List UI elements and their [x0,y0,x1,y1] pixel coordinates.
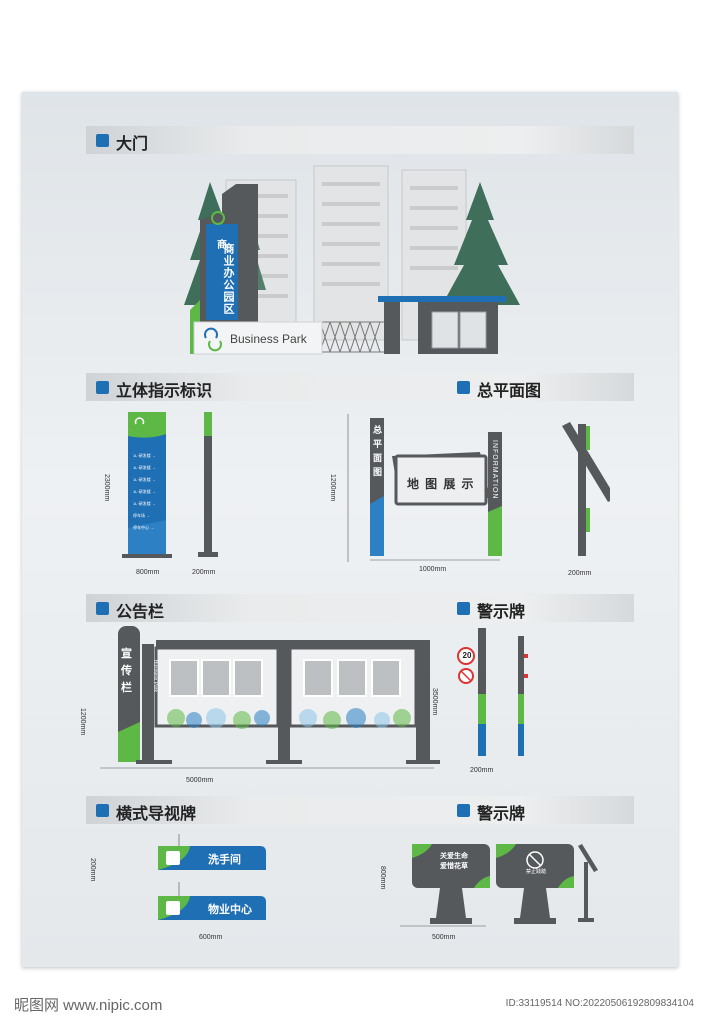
gate-vertical-char: 商 [217,238,227,251]
site-plan-illustration [347,414,610,562]
section-header-gate: 大门 [86,126,634,154]
section-header-warning: 警示牌 [457,594,617,622]
warning-text-line: 关爱生命 [440,853,468,860]
warning-board-1 [412,844,490,888]
sign-row: 1L·研发楼 → [133,477,156,482]
section-marker-icon [96,381,109,394]
bulletin-title: 宣传栏 [121,647,132,694]
site-plan-side-post [578,424,586,556]
section-title: 横式导视牌 [116,804,197,823]
dimension-label: 800mm [136,569,160,576]
section-title: 立体指示标识 [116,381,213,400]
property-sign-text: 物业中心 [208,903,252,916]
dimension-label: 1200mm [79,708,86,736]
map-display-panel [394,454,488,506]
warning-pole-front [478,628,486,756]
section-marker-icon [96,134,109,147]
dimension-label: 200mm [470,767,494,774]
stereo-sign-side [204,412,212,554]
dimension-label: 1000mm [419,566,447,573]
section-marker-icon [457,804,470,817]
guard-house-roof [378,296,506,302]
section-header-bulletin: 公告栏 [86,594,634,622]
watermark-id: ID:33119514 NO:20220506192809834104 [505,998,694,1009]
bulletin-brand: Business Park [152,660,158,692]
stereo-sign-illustration [122,412,218,558]
dimension-label: 3500mm [431,688,438,716]
dimension-label: 1200mm [329,474,336,502]
section-marker-icon [96,804,109,817]
section-header-warning-2: 警示牌 [457,796,617,824]
dimension-label: 5000mm [186,777,214,784]
section-header-signs: 立体指示标识 [86,373,634,401]
dimension-label: 2300mm [103,474,110,502]
tree-right [442,182,520,305]
gate-brand-plate [193,321,323,355]
stereo-sign-rows: 1L·研发楼 → 1L·研发楼 → 1L·研发楼 → 1L·研发楼 → 1L·研… [133,450,165,534]
site-plan-left-text: 总平面图 [373,426,383,478]
gate-vertical-text: 商业办公园区 [222,243,235,315]
sign-row: 停车场 → [133,513,151,518]
dimension-label: 800mm [379,866,386,890]
section-title: 警示牌 [477,804,526,823]
information-text: INFORMATION [491,440,498,500]
dimension-label: 500mm [432,934,456,941]
warning-board-2 [496,844,574,888]
section-title: 总平面图 [477,381,542,400]
map-display-text: 地 图 展 示 [407,477,475,491]
watermark-site: 昵图网 www.nipic.com [14,997,163,1014]
section-title: 大门 [116,134,149,153]
warning-pole-illustration [457,628,528,756]
dimension-label: 600mm [199,934,223,941]
section-title: 公告栏 [116,602,165,621]
gate-blue-panel [206,224,238,320]
sign-row: 1L·研发楼 → [133,465,156,470]
restroom-sign-text: 洗手间 [208,853,241,866]
warning-board-text: 关爱生命 爱惜花草 [424,852,484,872]
warning-text-line: 爱惜花草 [440,863,468,870]
dimension-label: 200mm [568,570,592,577]
section-marker-icon [457,381,470,394]
sign-row: 1L·研发楼 → [133,453,156,458]
gate-pillar [236,184,258,334]
gate-brand-text: Business Park [230,332,307,346]
warning-boards-illustration [400,844,598,927]
restroom-icon [166,851,180,865]
section-title: 警示牌 [477,602,526,621]
no-trampling-text: 禁止践踏 [525,869,546,875]
gate-illustration: 商 [184,165,520,355]
bulletin-illustration [100,626,440,769]
sign-row: 1L·研发楼 → [133,489,156,494]
dimension-label: 200mm [192,569,216,576]
section-marker-icon [96,602,109,615]
no-trampling-icon [526,851,544,869]
horizontal-signs-illustration [158,834,266,920]
sign-row: 1L·研发楼 → [133,501,156,506]
section-header-site-plan: 总平面图 [457,373,617,401]
section-marker-icon [457,602,470,615]
gate-fence [319,321,385,353]
section-header-horizontal: 横式导视牌 [86,796,634,824]
warning-board-side [584,862,588,920]
speed-limit-icon [457,647,475,665]
bulletin-top-beam [156,640,430,648]
building-icon [166,901,180,915]
dimension-label: 200mm [89,858,96,882]
sign-row: 停车中心 → [133,525,155,530]
speed-limit-value: 20 [462,651,472,660]
